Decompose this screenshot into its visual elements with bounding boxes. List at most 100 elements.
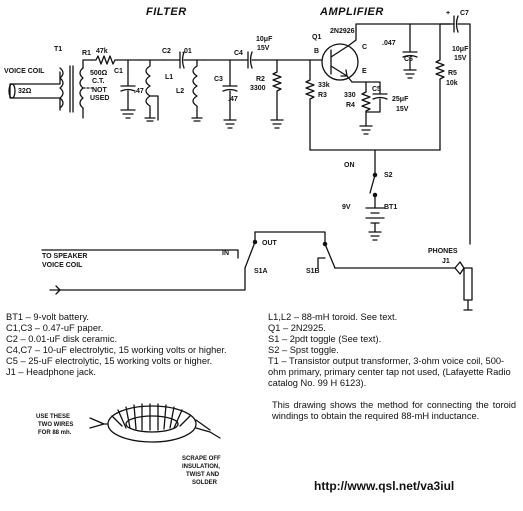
- t1-not: NOT: [92, 87, 107, 94]
- t1-center-tap: C.T.: [92, 78, 105, 85]
- capacitor-c4: [229, 51, 311, 69]
- c6-label: C6: [404, 56, 413, 63]
- r5-value: 10k: [446, 80, 458, 87]
- capacitor-c1: [120, 59, 136, 119]
- legend-item: C5 – 25-uF electrolytic, 15 working volt…: [6, 356, 213, 366]
- transistor-q1: [309, 23, 451, 83]
- resistor-r2: [270, 59, 284, 129]
- bt1-voltage: 9V: [342, 204, 351, 211]
- c4-label: C4: [234, 50, 243, 57]
- s1a-label: S1A: [254, 268, 268, 275]
- bt1-label: BT1: [384, 204, 398, 211]
- toroid-for-88mh: FOR 88 mh.: [38, 430, 72, 436]
- l1-label: L1: [165, 74, 174, 81]
- c4-value-v: 15V: [257, 45, 270, 52]
- parts-legend-left: BT1 – 9-volt battery. C1,C3 – 0.47-uF pa…: [6, 312, 258, 378]
- toroid-drawing: [89, 403, 221, 443]
- r3-value: 33k: [318, 82, 330, 89]
- c3-value: .47: [228, 96, 238, 103]
- legend-item: C1,C3 – 0.47-uF paper.: [6, 323, 104, 333]
- c7-label: C7: [460, 10, 469, 17]
- s1a-in-label: IN: [222, 250, 229, 257]
- legend-item: C4,C7 – 10-uF electrolytic, 15 working v…: [6, 345, 227, 355]
- toroid-note: This drawing shows the method for connec…: [272, 400, 516, 421]
- amplifier-title: AMPLIFIER: [320, 6, 384, 18]
- output-switches: [41, 231, 471, 295]
- to-speaker-line1: TO SPEAKER: [42, 253, 88, 260]
- filter-title: FILTER: [146, 6, 187, 18]
- c5-value-v: 15V: [396, 106, 409, 113]
- toroid-two-wires: TWO WIRES: [38, 422, 74, 428]
- capacitor-c6: [402, 23, 418, 79]
- t1-primary-value: 500Ω: [90, 70, 108, 77]
- capacitor-c5: [365, 81, 388, 113]
- t1-used: USED: [90, 95, 110, 102]
- legend-item: S1 – 2pdt toggle (See text).: [268, 334, 382, 344]
- legend-item: S2 – Spst toggle.: [268, 345, 339, 355]
- legend-item: Q1 – 2N2925.: [268, 323, 326, 333]
- s2-on-label: ON: [344, 162, 355, 169]
- c1-label: C1: [114, 68, 123, 75]
- c5-label: C5: [372, 86, 381, 93]
- toroid-scrape-3: TWIST AND: [186, 472, 220, 478]
- source-url: http://www.qsl.net/va3iul: [314, 479, 455, 493]
- r2-value: 3300: [250, 85, 266, 92]
- r4-label: R4: [346, 102, 355, 109]
- capacitor-c3: [204, 59, 238, 129]
- c1-value: .47: [134, 88, 144, 95]
- parts-legend-right: L1,L2 – 88-mH toroid. See text. Q1 – 2N2…: [268, 312, 518, 389]
- toroid-scrape-1: SCRAPE OFF: [182, 456, 221, 462]
- q1-emitter-label: E: [362, 68, 367, 75]
- c7-value-uf: 10μF: [452, 46, 469, 53]
- to-speaker-line2: VOICE COIL: [42, 262, 83, 269]
- t1-label: T1: [54, 46, 63, 53]
- r1-value: 47k: [96, 48, 108, 55]
- r1-label: R1: [82, 50, 91, 57]
- q1-part-number: 2N2926: [330, 28, 355, 35]
- r3-label: R3: [318, 92, 327, 99]
- battery-bt1: [365, 207, 385, 241]
- c4-value-uf: 10μF: [256, 36, 273, 43]
- phones-label: PHONES: [428, 248, 458, 255]
- resistor-r5: [435, 23, 445, 151]
- legend-item: L1,L2 – 88-mH toroid. See text.: [268, 312, 398, 322]
- c6-value: .047: [382, 40, 396, 47]
- legend-item: BT1 – 9-volt battery.: [6, 312, 90, 322]
- c7-plus: +: [446, 10, 451, 17]
- c2-label: C2: [162, 48, 171, 55]
- toroid-scrape-2: INSULATION,: [182, 464, 220, 470]
- voice-coil-label: VOICE COIL: [4, 68, 45, 75]
- s1b-label: S1B: [306, 268, 320, 275]
- l2-label: L2: [176, 88, 185, 95]
- legend-item: T1 – Transistor output transformer, 3-oh…: [268, 356, 511, 388]
- capacitor-c2: [164, 51, 206, 69]
- j1-label: J1: [442, 258, 450, 265]
- q1-label: Q1: [312, 34, 322, 41]
- s1a-out-label: OUT: [262, 240, 277, 247]
- transformer-t1: [59, 59, 93, 119]
- r5-label: R5: [448, 70, 457, 77]
- q1-collector-label: C: [362, 44, 368, 51]
- inductor-l1: [144, 59, 159, 122]
- c7-value-v: 15V: [454, 55, 467, 62]
- voice-coil-input: [8, 71, 61, 111]
- phone-jack-j1: [454, 261, 473, 311]
- q1-base-label: B: [314, 48, 320, 55]
- r2-label: R2: [256, 76, 265, 83]
- legend-item: C2 – 0.01-uF disk ceramic.: [6, 334, 118, 344]
- toroid-scrape-4: SOLDER: [192, 480, 218, 486]
- c2-value: .01: [182, 48, 192, 55]
- switch-s2: [369, 149, 376, 209]
- r4-value: 330: [344, 92, 356, 99]
- capacitor-c7: [439, 15, 471, 241]
- resistor-r4: [351, 81, 373, 135]
- toroid-use-these: USE THESE: [36, 414, 71, 420]
- resistor-r3: [305, 59, 315, 151]
- s2-label: S2: [384, 172, 393, 179]
- inductor-l2: [191, 59, 203, 122]
- c5-value-uf: 25μF: [392, 96, 409, 103]
- legend-item: J1 – Headphone jack.: [6, 367, 96, 377]
- voice-coil-impedance: 32Ω: [18, 88, 32, 95]
